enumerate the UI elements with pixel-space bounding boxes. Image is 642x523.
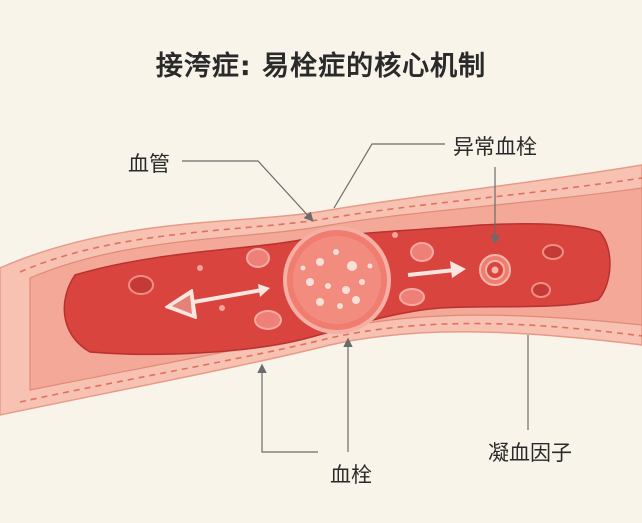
red-blood-cells bbox=[128, 232, 564, 330]
label-clot: 血栓 bbox=[330, 463, 372, 487]
leader-wall-bottom bbox=[257, 363, 318, 453]
flow-arrow-left bbox=[165, 284, 270, 319]
page-title: 接洿症: 易栓症的核心机制 bbox=[155, 51, 487, 82]
leader-lines bbox=[182, 143, 529, 453]
label-vessel: 血管 bbox=[128, 152, 170, 176]
vessel-wall-dash-bottom bbox=[19, 322, 642, 403]
abnormal-clot-marker bbox=[479, 254, 511, 286]
blood-clot bbox=[283, 226, 391, 334]
label-coagulation-factor: 凝血因子 bbox=[488, 441, 572, 465]
vessel-wall-dash-top bbox=[19, 177, 642, 273]
flow-arrow-right bbox=[407, 261, 466, 278]
label-abnormal-clot: 异常血栓 bbox=[453, 135, 537, 159]
leader-vessel-wall bbox=[333, 143, 445, 209]
leader-vessel bbox=[182, 160, 314, 222]
